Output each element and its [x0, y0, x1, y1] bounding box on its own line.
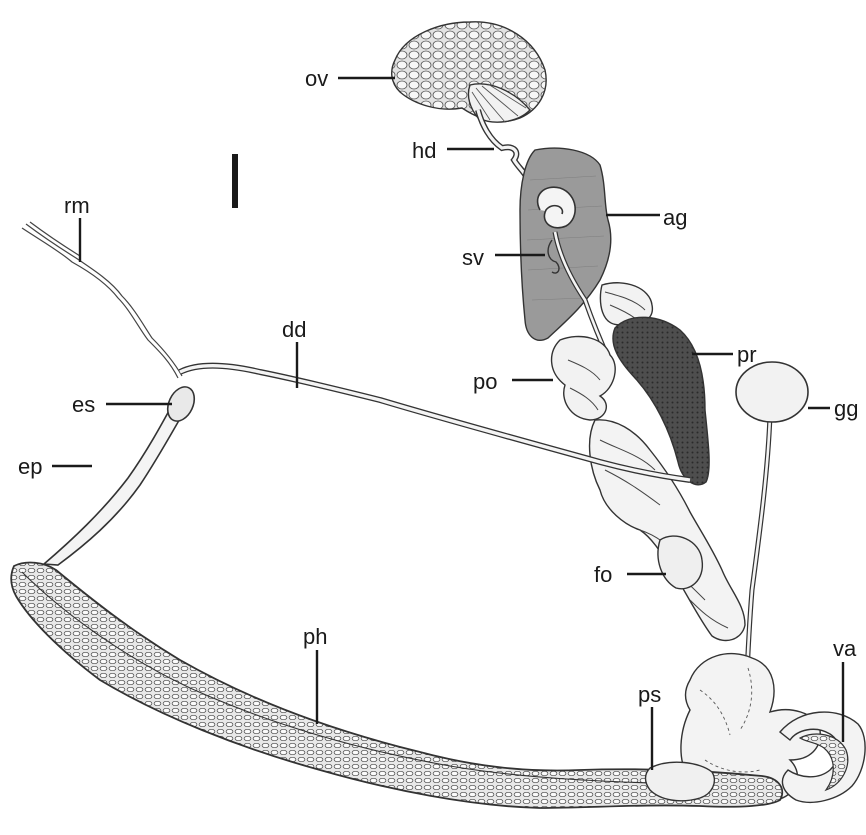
label-va: va — [833, 636, 857, 661]
label-rm: rm — [64, 193, 90, 218]
label-es: es — [72, 392, 95, 417]
label-pr: pr — [737, 342, 757, 367]
label-fo: fo — [594, 562, 612, 587]
label-po: po — [473, 369, 497, 394]
free-oviduct — [590, 420, 745, 641]
penial-sheath — [646, 762, 715, 801]
gametolytic-gland — [736, 362, 808, 422]
label-ph: ph — [303, 624, 327, 649]
scale-bar — [232, 154, 238, 208]
label-ep: ep — [18, 454, 42, 479]
label-hd: hd — [412, 138, 436, 163]
label-ps: ps — [638, 682, 661, 707]
label-sv: sv — [462, 245, 484, 270]
label-gg: gg — [834, 396, 858, 421]
epiphallus — [44, 398, 188, 565]
albumen-gland — [520, 148, 611, 340]
oviduct-pouch-lower — [552, 336, 616, 420]
label-ag: ag — [663, 205, 687, 230]
label-dd: dd — [282, 317, 306, 342]
retractor-muscle — [22, 222, 182, 378]
label-ov: ov — [305, 66, 328, 91]
